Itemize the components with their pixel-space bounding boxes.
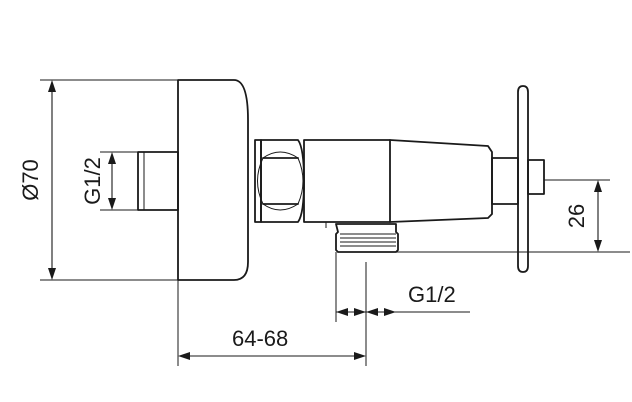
spindle-housing [389,139,493,223]
handle-offset-label: 26 [564,204,589,228]
depth-label: 64-68 [232,326,288,351]
diameter-dimension: Ø70 [18,79,178,281]
diameter-label: Ø70 [18,159,43,201]
hex-nut [254,139,305,223]
depth-dimension: 64-68 [177,280,366,366]
handle-offset-dimension: 26 [544,179,610,252]
spindle-stem [491,157,519,205]
outlet-spigot [335,223,399,253]
inlet-stub [137,151,179,211]
valve-body [303,139,391,228]
cross-handle [517,85,545,273]
inlet-thread-label: G1/2 [80,157,105,205]
outlet-thread-dimension: G1/2 [335,251,630,366]
wall-rosette [177,79,249,281]
outlet-thread-label: G1/2 [408,282,456,307]
inlet-thread-dimension: G1/2 [80,151,138,211]
